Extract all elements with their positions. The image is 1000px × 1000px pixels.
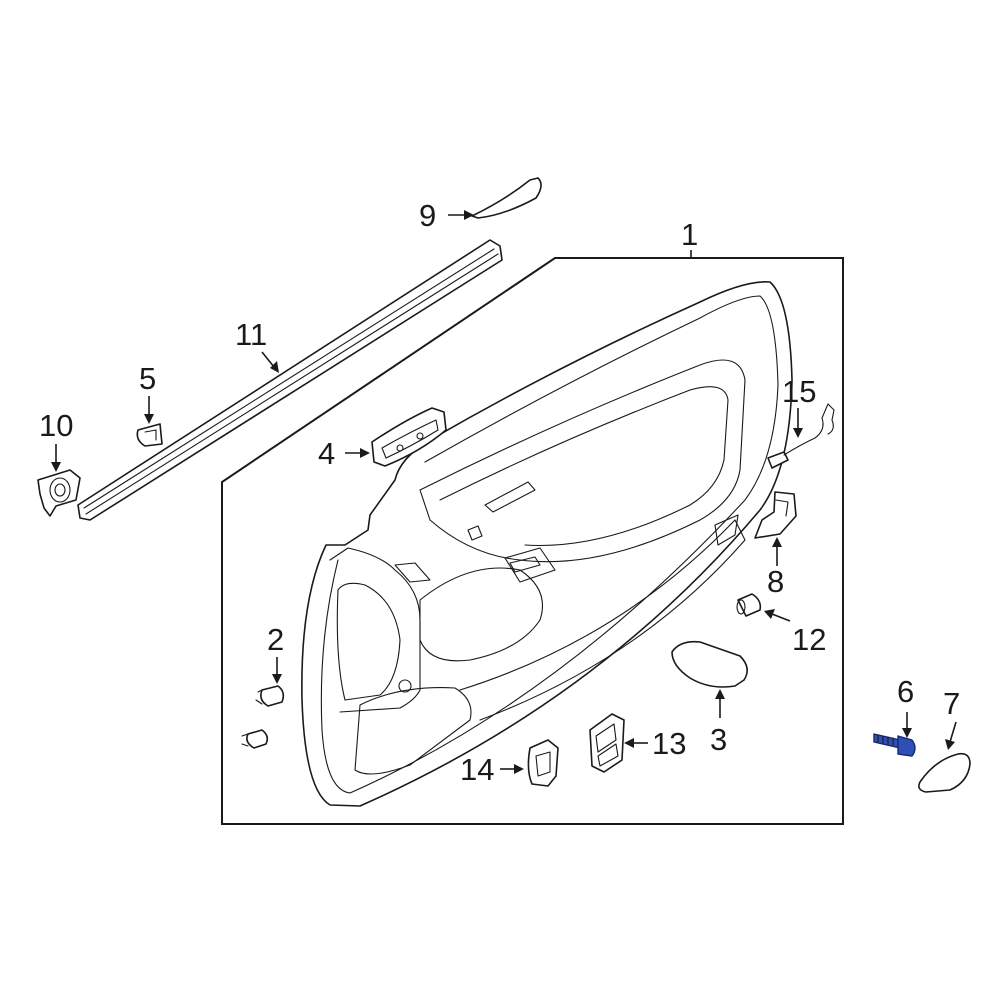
arrow-13 [624, 738, 634, 748]
part-12-plug [736, 593, 762, 617]
arrow-10 [51, 462, 61, 472]
part-5-clip [136, 423, 163, 447]
callout-9: 9 [419, 198, 436, 233]
callout-2: 2 [267, 622, 284, 657]
callout-12: 12 [792, 622, 826, 657]
leader-7 [949, 721, 957, 743]
part-4-inside-handle [371, 407, 447, 467]
arrow-7 [945, 739, 955, 750]
leader-11 [261, 351, 275, 368]
arrow-9 [464, 210, 474, 220]
leader-12 [771, 613, 791, 622]
arrow-2 [272, 674, 282, 684]
arrow-14 [514, 764, 524, 774]
part-15-harness [767, 403, 835, 469]
part-3-armrest-pad [671, 640, 748, 688]
door-trim-panel [301, 281, 793, 807]
part-10-cover [37, 469, 81, 517]
callout-8: 8 [767, 564, 784, 599]
callout-5: 5 [139, 361, 156, 396]
arrow-15 [793, 428, 803, 438]
arrow-3 [715, 689, 725, 699]
callout-10: 10 [39, 408, 73, 443]
callout-4: 4 [318, 436, 335, 471]
arrow-11 [270, 361, 279, 373]
part-9-trim-cap [471, 177, 542, 219]
callout-14: 14 [460, 752, 494, 787]
arrow-6 [902, 728, 912, 738]
arrow-4 [360, 448, 370, 458]
callout-13: 13 [652, 726, 686, 761]
arrow-8 [772, 537, 782, 547]
part-8-bracket [754, 491, 797, 539]
callout-15: 15 [782, 374, 816, 409]
part-2-clips [241, 685, 285, 749]
callout-11: 11 [235, 317, 267, 352]
part-6-screw[interactable] [873, 733, 916, 757]
callout-7: 7 [943, 686, 960, 721]
part-14-switch [527, 739, 559, 787]
part-7-cover-cap [918, 752, 971, 793]
callout-6: 6 [897, 674, 914, 709]
part-13-window-switch [589, 713, 625, 773]
arrow-5 [144, 414, 154, 424]
arrow-12 [764, 609, 775, 619]
callout-3: 3 [710, 722, 727, 757]
callout-1: 1 [681, 217, 698, 252]
part-11-belt-molding [77, 239, 503, 521]
